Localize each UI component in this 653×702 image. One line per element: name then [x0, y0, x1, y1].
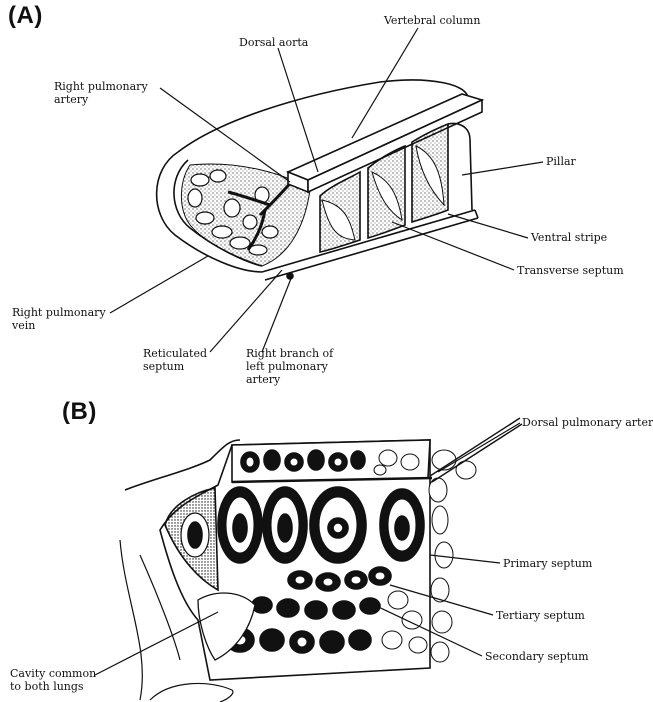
label-right-pulmonary-vein: Right pulmonary vein [12, 306, 106, 332]
label-right-pulmonary-artery: Right pulmonary artery [54, 80, 148, 106]
panel-b-label: (B) [62, 398, 97, 426]
label-transverse-septum: Transverse septum [517, 264, 624, 277]
label-ventral-stripe: Ventral stripe [531, 231, 607, 244]
panel-a-drawing [157, 80, 482, 280]
label-reticulated-septum: Reticulated septum [143, 347, 207, 373]
label-dorsal-aorta: Dorsal aorta [239, 36, 308, 49]
panel-b-drawing [120, 418, 522, 702]
panel-a-label: (A) [8, 2, 43, 30]
label-cavity-common: Cavity common to both lungs [10, 667, 96, 693]
label-secondary-septum: Secondary septum [485, 650, 589, 663]
label-right-branch: Right branch of left pulmonary artery [246, 347, 333, 386]
label-tertiary-septum: Tertiary septum [496, 609, 585, 622]
label-primary-septum: Primary septum [503, 557, 592, 570]
label-dorsal-pulmonary-artery: Dorsal pulmonary artery [522, 416, 653, 429]
label-vertebral-column: Vertebral column [384, 14, 480, 27]
label-pillar: Pillar [546, 155, 576, 168]
